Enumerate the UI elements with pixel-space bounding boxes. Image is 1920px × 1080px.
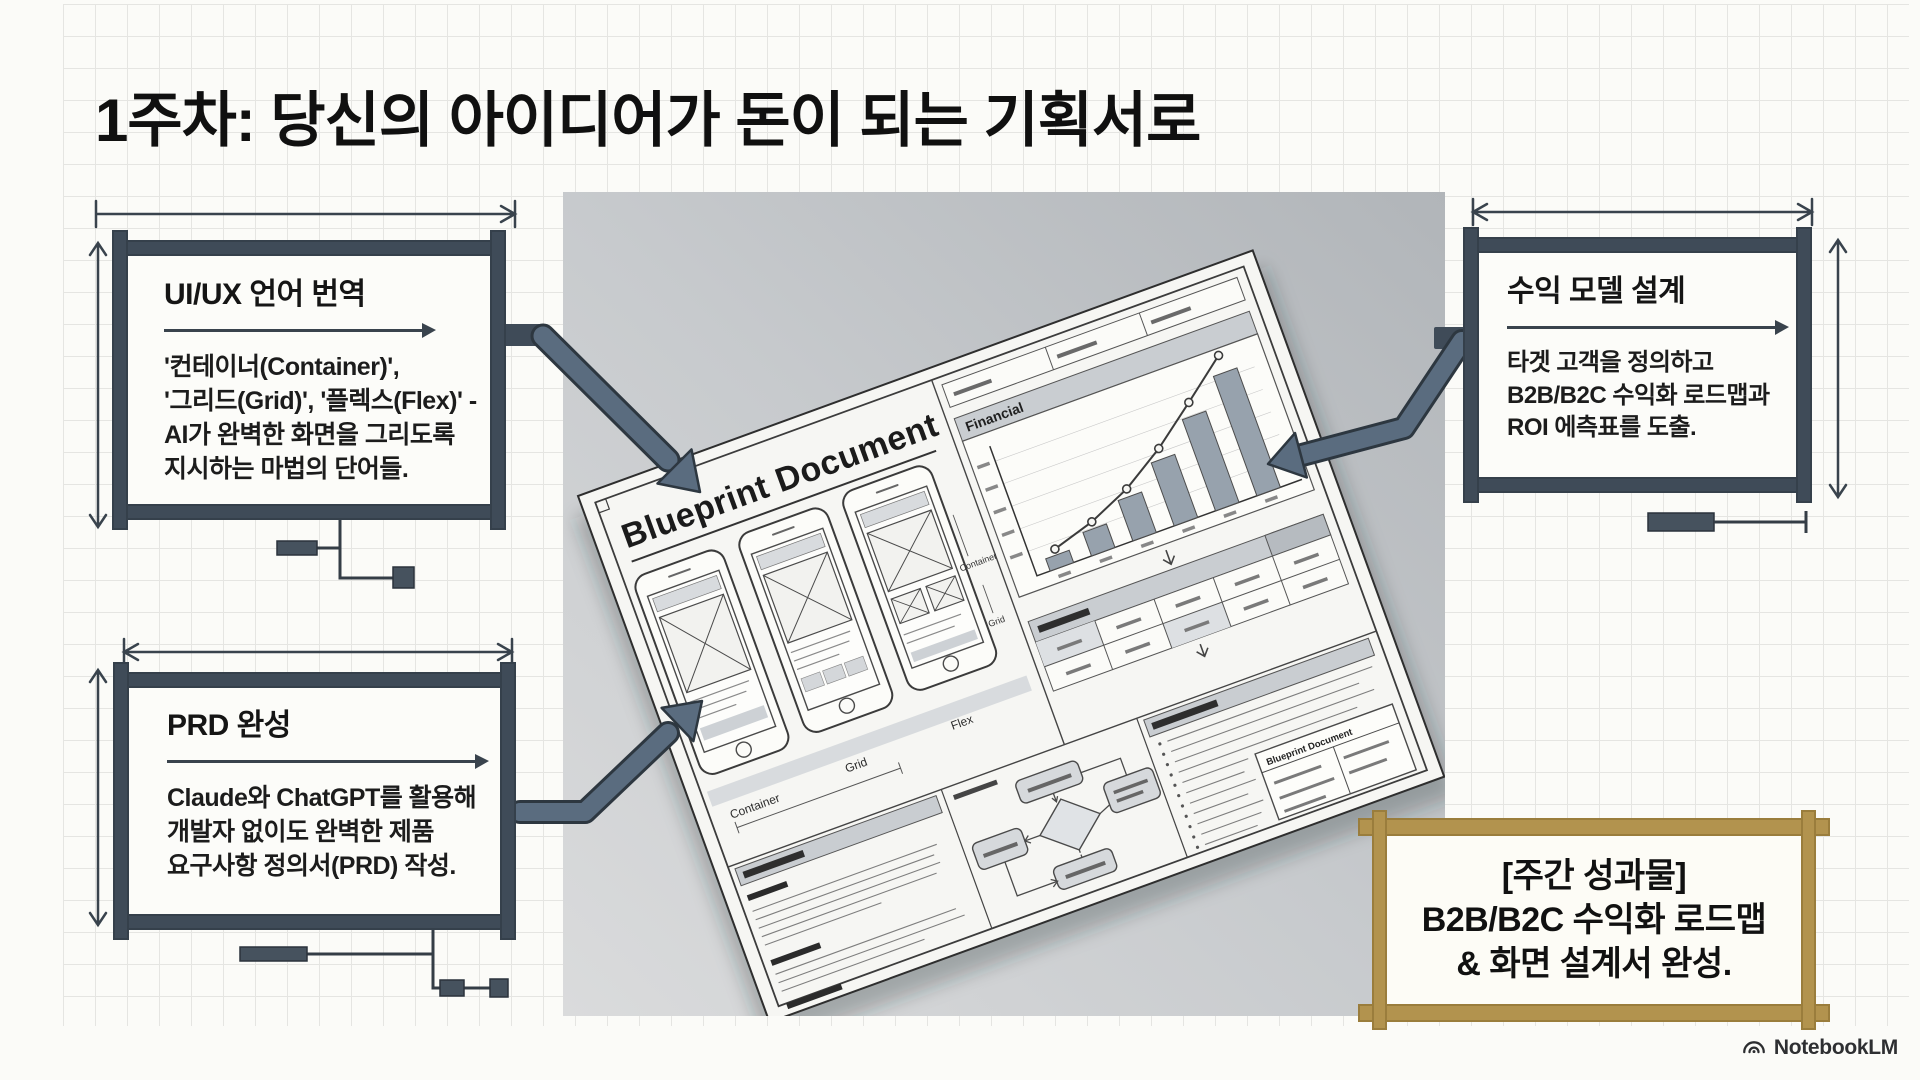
callout-prd-title: PRD 완성: [167, 709, 291, 742]
callout-uiux-title: UI/UX 언어 번역: [164, 278, 366, 311]
bullet-list-block: Blueprint Document: [1143, 637, 1418, 849]
gold-frame-bar: [1358, 818, 1830, 836]
callout-revenue: 수익 모델 설계 타겟 고객을 정의하고 B2B/B2C 수익화 로드맵과 RO…: [1463, 227, 1812, 503]
gold-frame-bar: [1358, 1004, 1830, 1022]
frame-bar: [112, 504, 506, 520]
frame-bar: [1796, 227, 1812, 503]
frame-bar: [1463, 237, 1812, 253]
title-underline-arrow: [1507, 320, 1789, 335]
deliverable-line-1: [주간 성과물]: [1501, 857, 1687, 895]
frame-bar: [112, 230, 128, 530]
gold-frame-bar: [1372, 810, 1387, 1030]
phone-wireframe-container: [634, 549, 790, 775]
frame-bar: [113, 914, 516, 930]
title-underline-arrow: [164, 323, 436, 338]
callout-uiux: UI/UX 언어 번역 '컨테이너(Container)', '그리드(Grid…: [112, 230, 506, 530]
notebooklm-label: NotebookLM: [1773, 1036, 1898, 1059]
title-underline-arrow: [167, 754, 489, 769]
frame-bar: [1463, 477, 1812, 493]
financial-chart: Financial: [953, 310, 1316, 598]
phone-wireframe-flex: [842, 465, 998, 691]
roadmap-table: [1027, 513, 1350, 692]
callout-prd-body: Claude와 ChatGPT를 활용해 개발자 없이도 완벽한 제품 요구사항…: [167, 784, 477, 880]
deliverable-box: [주간 성과물] B2B/B2C 수익화 로드맵 & 화면 설계서 완성.: [1358, 810, 1830, 1030]
callout-revenue-title: 수익 모델 설계: [1507, 275, 1686, 308]
notebooklm-watermark: NotebookLM: [1741, 1035, 1898, 1061]
frame-bar: [1463, 227, 1479, 503]
frame-bar: [113, 672, 516, 688]
callout-revenue-body: 타겟 고객을 정의하고 B2B/B2C 수익화 로드맵과 ROI 에측표를 도출…: [1507, 349, 1770, 442]
spec-text-block: [734, 794, 965, 1010]
page-title: 1주차: 당신의 아이디어가 돈이 되는 기획서로: [95, 87, 1201, 154]
frame-bar: [112, 240, 506, 256]
deliverable-line-2: B2B/B2C 수익화 로드맵: [1421, 901, 1767, 939]
callout-uiux-body: '컨테이너(Container)', '그리드(Grid)', '플렉스(Fle…: [164, 353, 477, 483]
frame-bar: [490, 230, 506, 530]
callout-prd: PRD 완성 Claude와 ChatGPT를 활용해 개발자 없이도 완벽한 …: [113, 662, 516, 940]
blueprint-paper-illustration: Blueprint Document: [563, 192, 1445, 1016]
phone-wireframe-grid: [738, 507, 894, 733]
flowchart: [952, 757, 1161, 897]
deliverable-line-3: & 화면 설계서 완성.: [1456, 945, 1732, 983]
notebooklm-swirl-icon: [1742, 1041, 1765, 1054]
gold-frame-bar: [1801, 810, 1816, 1030]
frame-bar: [113, 662, 129, 940]
blueprint-photo: Blueprint Document: [563, 192, 1445, 1016]
frame-bar: [500, 662, 516, 940]
